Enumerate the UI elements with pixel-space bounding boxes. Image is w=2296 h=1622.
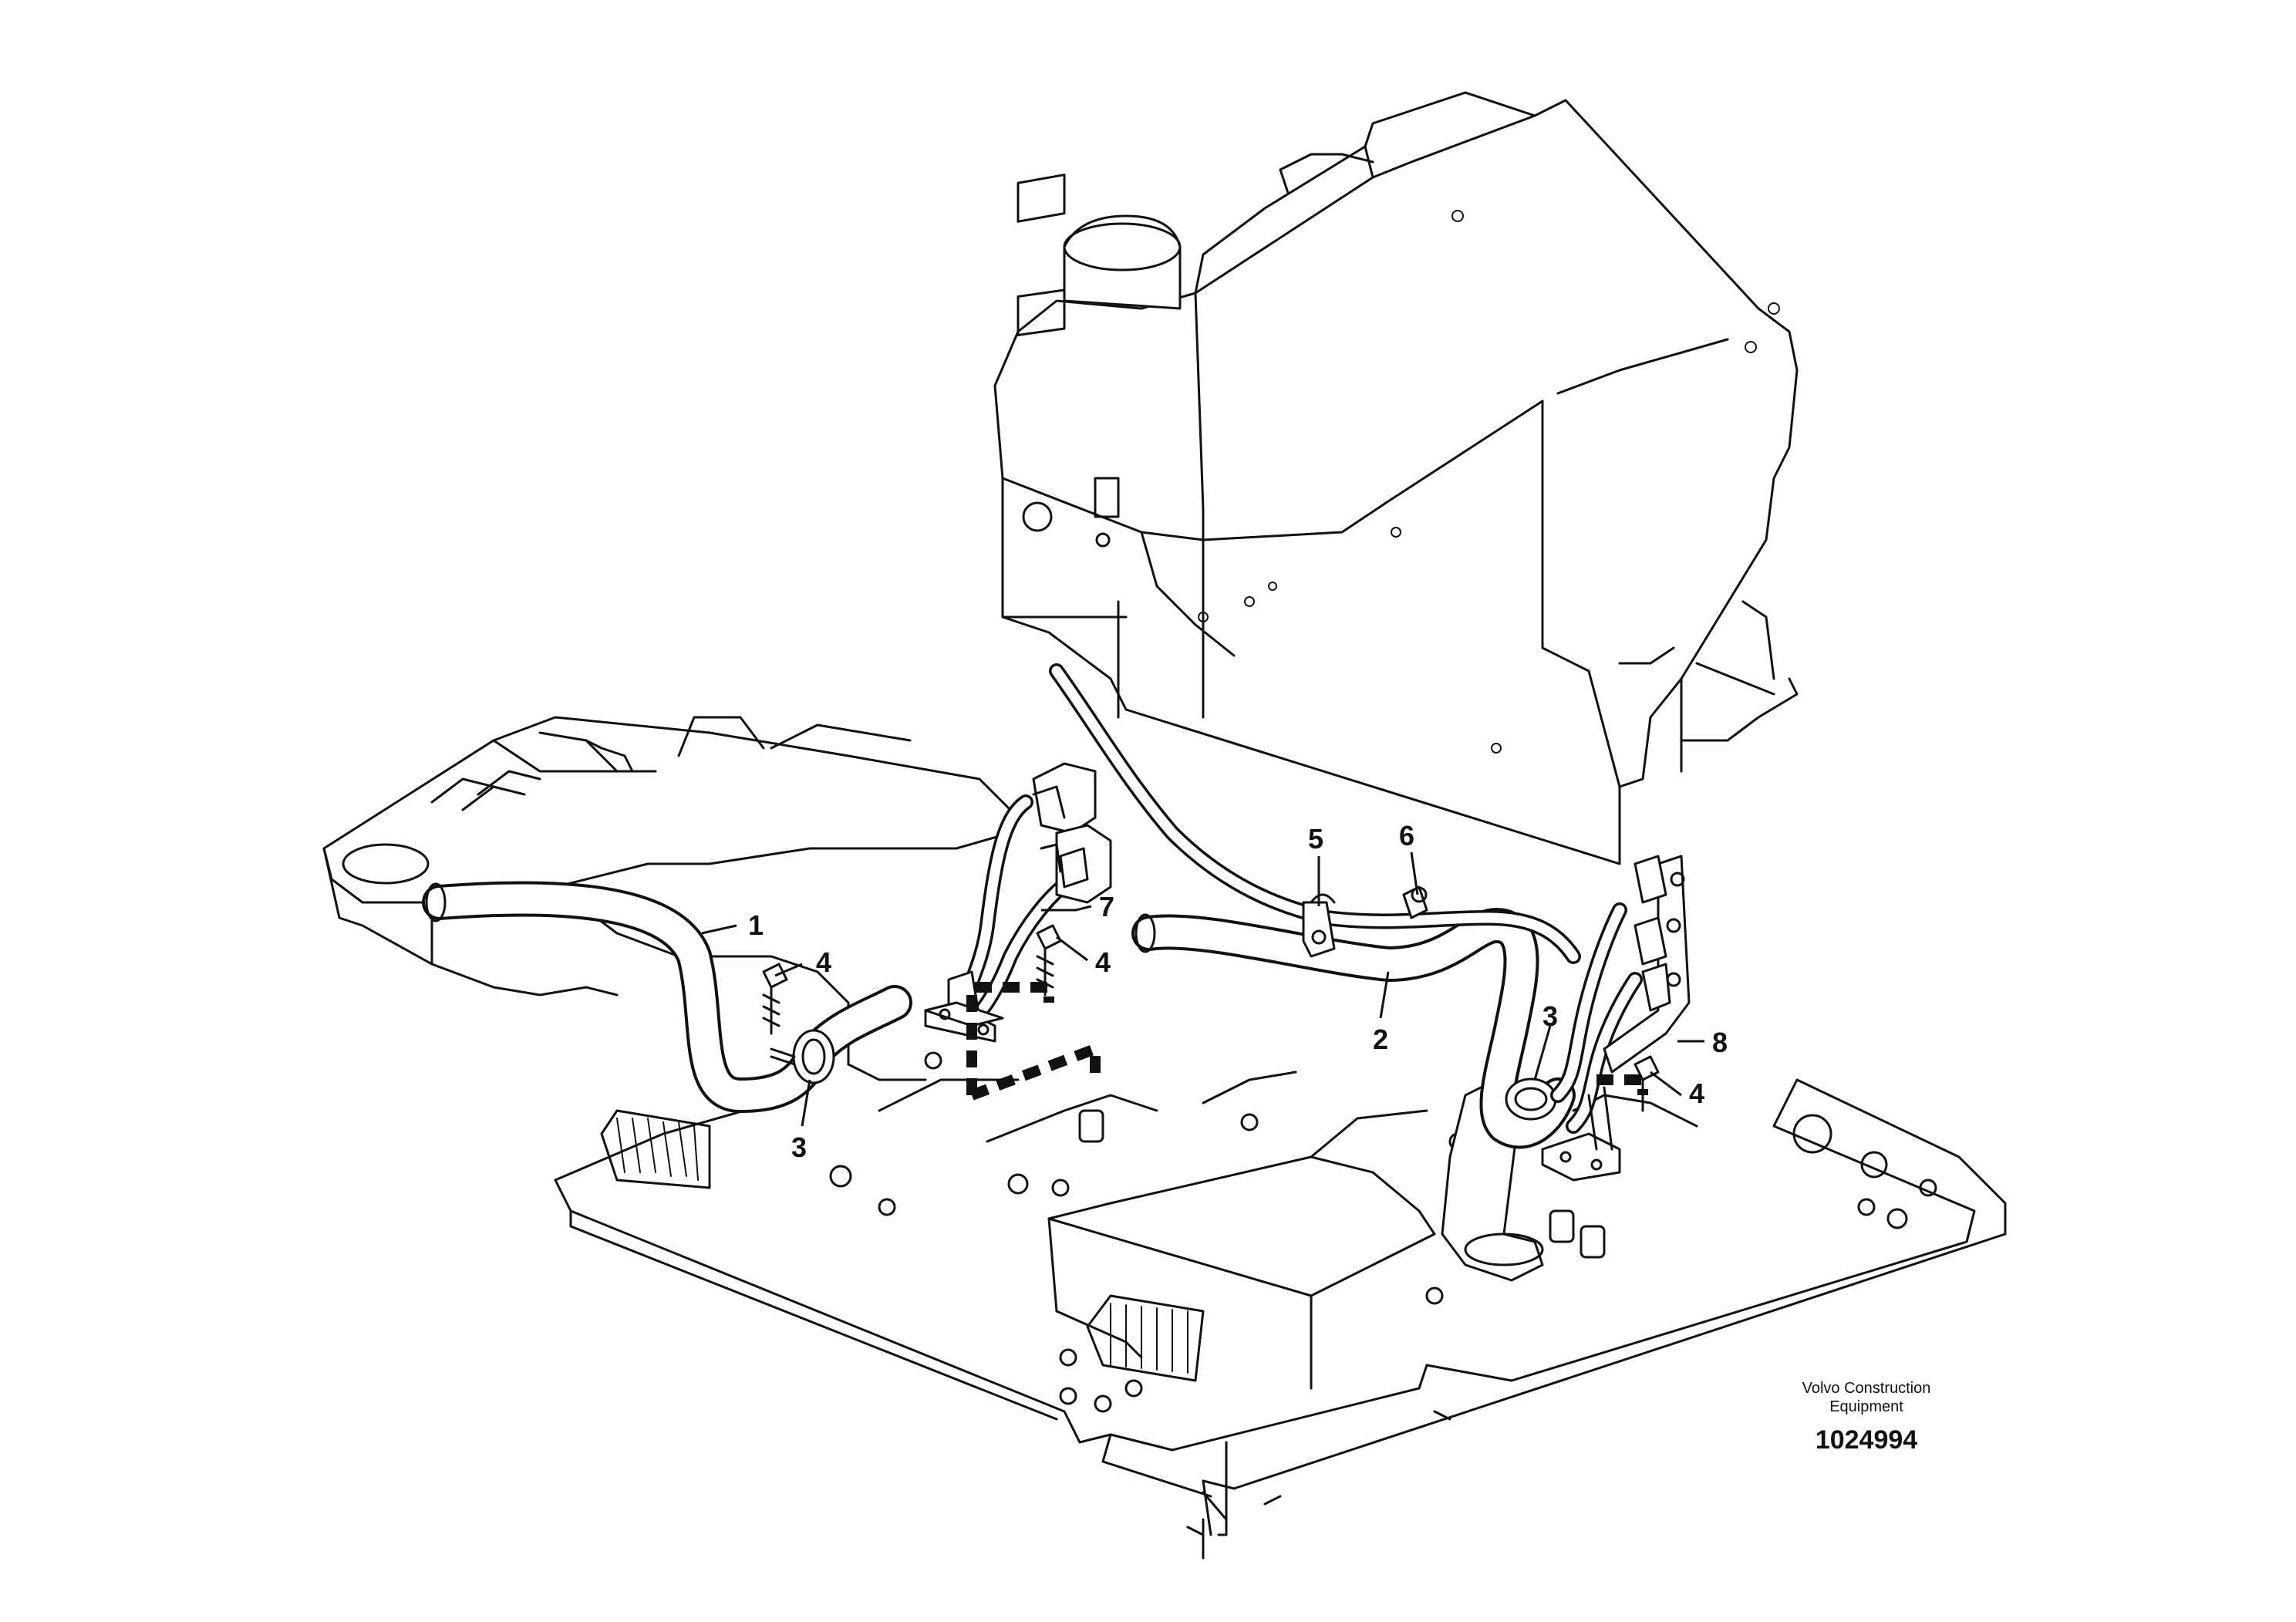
- left-console: [322, 716, 1012, 1189]
- mounting-guides-left: [966, 982, 1101, 1101]
- callout-8: 8: [1712, 1027, 1728, 1058]
- bolt-right: [1633, 1055, 1660, 1112]
- bolt-left: [762, 963, 788, 1035]
- drawing-number: 1024994: [1815, 1425, 1918, 1455]
- manufacturer-label: Volvo Construction Equipment: [1802, 1380, 1931, 1415]
- callout-3-right: 3: [1542, 1000, 1558, 1032]
- hose-clamp-left: [770, 1029, 835, 1084]
- callouts: 1 2 3 3 4 4 4 5 6 7 8: [748, 820, 1728, 1163]
- callout-5: 5: [1308, 823, 1323, 855]
- base-step: [878, 1071, 1698, 1390]
- bracket-left: [924, 970, 1004, 1043]
- title-block: Volvo Construction Equipment 1024994: [1758, 1379, 1974, 1455]
- hose-2: [1131, 908, 1576, 1149]
- cab-body: [993, 91, 1799, 865]
- hose-clamp-right: [1505, 1077, 1557, 1121]
- callout-1: 1: [748, 909, 764, 941]
- cable-clip: [1302, 893, 1336, 958]
- callout-6: 6: [1399, 820, 1414, 851]
- callout-4-left: 4: [816, 946, 831, 978]
- connector-bracket-right: [1541, 855, 1691, 1182]
- callout-7: 7: [1099, 891, 1114, 922]
- floor-frame: [554, 1051, 2007, 1560]
- clip-screw: [1402, 885, 1428, 919]
- callout-4-center: 4: [1095, 946, 1111, 978]
- leader-lines: [701, 851, 1704, 1127]
- callout-2: 2: [1373, 1023, 1388, 1055]
- callout-3-left: 3: [791, 1131, 807, 1163]
- callout-4-right: 4: [1689, 1077, 1704, 1109]
